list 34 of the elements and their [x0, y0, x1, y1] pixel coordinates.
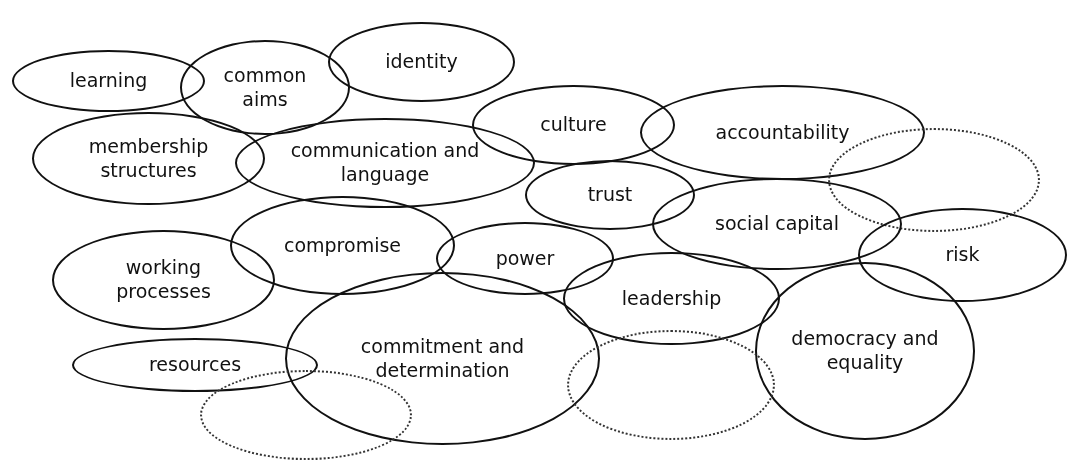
concept-label: trust [587, 183, 633, 207]
concept-label: social capital [715, 212, 839, 236]
concept-ellipse [563, 252, 780, 345]
concept-ellipse [285, 272, 600, 445]
concept-ellipse [12, 50, 205, 112]
concept-label: commitment and determination [359, 334, 526, 383]
concept-ellipse [652, 178, 902, 270]
concept-ellipse [72, 338, 318, 392]
concept-ellipse [52, 230, 275, 330]
concept-label: resources [148, 353, 242, 377]
concept-label: democracy and equality [790, 327, 940, 375]
concept-label: risk [945, 243, 980, 267]
concept-ellipse [858, 208, 1067, 302]
concept-label: identity [385, 50, 458, 74]
concept-label: common aims [222, 63, 308, 112]
concept-ellipse [230, 196, 455, 295]
concept-label: communication and language [289, 139, 481, 187]
concept-ellipse [640, 85, 925, 180]
concept-ellipse [32, 112, 265, 205]
concept-label: membership structures [87, 134, 210, 183]
concept-label: accountability [715, 120, 850, 145]
concept-ellipse [235, 118, 535, 208]
dotted-ellipse [567, 330, 775, 440]
concept-label: compromise [283, 233, 401, 258]
concept-label: leadership [621, 286, 722, 311]
concept-ellipse [328, 22, 515, 102]
concept-ellipse [180, 40, 350, 135]
concept-ellipse [436, 222, 614, 295]
concept-label: working processes [115, 256, 212, 304]
concept-label: power [495, 246, 555, 271]
concept-label: culture [540, 113, 607, 137]
concept-label: learning [69, 69, 148, 93]
concept-ellipse [525, 160, 695, 230]
concept-ellipse [755, 262, 975, 440]
